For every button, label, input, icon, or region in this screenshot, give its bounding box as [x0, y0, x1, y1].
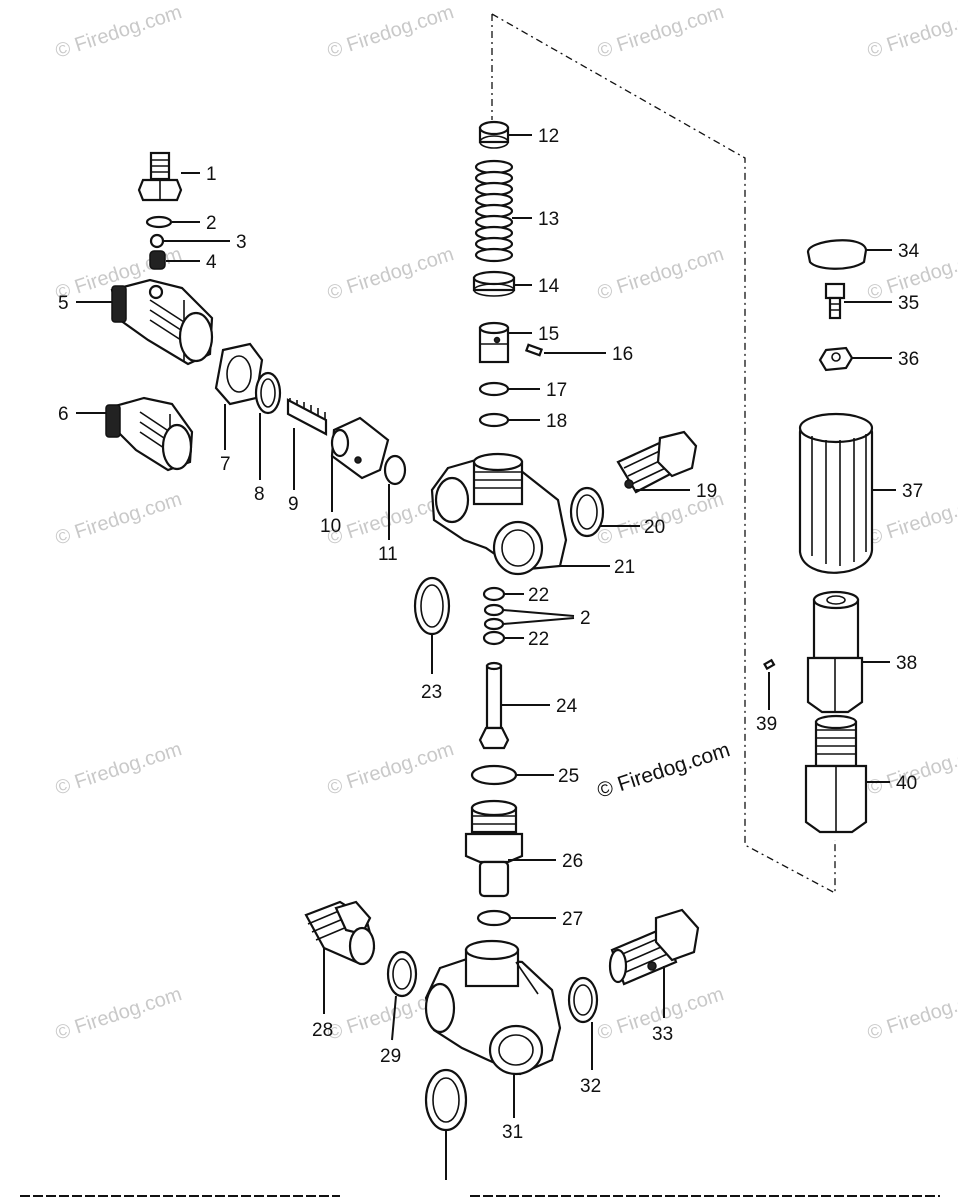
- callout-label: 5: [58, 293, 69, 314]
- watermark: © Firedog.com: [53, 488, 185, 550]
- part-6-quick-coupler: [105, 396, 194, 472]
- part-12-cap: [478, 120, 510, 149]
- watermark: © Firedog.com: [595, 243, 727, 305]
- callout-label: 37: [902, 481, 923, 502]
- part-8-washer: [254, 371, 282, 415]
- part-2-oring-pair: [483, 603, 505, 631]
- part-40-nut: [804, 714, 868, 834]
- callout-label: 34: [898, 241, 920, 262]
- part-21-valve-body: [430, 452, 568, 576]
- part-3-ball: [149, 233, 165, 249]
- callout-labels: 1 2 3 4 5 6 7 8 9 10 11 12 13 14 15 16 1…: [58, 126, 923, 1143]
- callout-label: 26: [562, 851, 583, 872]
- part-27-oring: [476, 909, 512, 927]
- part-32-washer: [567, 976, 599, 1024]
- watermark: © Firedog.com: [865, 1, 958, 63]
- callout-label: 10: [320, 516, 341, 537]
- watermark: © Firedog.com: [325, 243, 457, 305]
- callout-label: 2: [206, 213, 217, 234]
- part-36-nut: [818, 346, 854, 372]
- callout-label: 11: [378, 544, 398, 565]
- part-28-fitting: [304, 900, 376, 966]
- part-4-spring: [149, 250, 166, 270]
- callout-label: 3: [236, 232, 247, 253]
- callout-label: 40: [896, 773, 917, 794]
- callout-label: 1: [206, 164, 217, 185]
- watermark: © Firedog.com: [865, 983, 958, 1045]
- watermark: © Firedog.com: [325, 1, 457, 63]
- callout-label: 31: [502, 1122, 523, 1143]
- callout-label: 39: [756, 714, 777, 735]
- callout-label: 22: [528, 629, 549, 650]
- part-19-bolt: [616, 430, 698, 494]
- part-24-stem: [478, 661, 510, 750]
- callout-label: 8: [254, 484, 265, 505]
- callout-label: 7: [220, 454, 231, 475]
- callout-label: 19: [696, 481, 717, 502]
- part-31-manifold: [424, 939, 562, 1076]
- callout-label: 25: [558, 766, 579, 787]
- watermark: © Firedog.com: [53, 1, 185, 63]
- callout-label: 36: [898, 349, 919, 370]
- callout-label: 17: [546, 380, 567, 401]
- callout-label: 16: [612, 344, 633, 365]
- part-22-washer-lower: [482, 630, 506, 646]
- part-5-quick-coupler: [110, 278, 214, 366]
- callout-label: 18: [546, 411, 567, 432]
- part-20-washer: [569, 486, 605, 538]
- callout-label: 2: [580, 608, 591, 629]
- watermark-strong: © Firedog.com: [594, 738, 732, 803]
- part-39-pin: [763, 658, 776, 671]
- callout-label: 33: [652, 1024, 673, 1045]
- callout-label: 27: [562, 909, 583, 930]
- part-14-spring-seat: [472, 270, 516, 297]
- part-22-washer: [482, 586, 506, 602]
- part-26-adapter: [464, 799, 524, 898]
- callout-label: 6: [58, 404, 69, 425]
- part-34-cap: [806, 239, 868, 270]
- watermark: © Firedog.com: [53, 983, 185, 1045]
- part-33-bolt: [608, 908, 700, 986]
- callout-label: 23: [421, 682, 442, 703]
- part-1-nipple: [137, 151, 183, 202]
- part-15-piston: [478, 321, 510, 364]
- callout-label: 24: [556, 696, 578, 717]
- part-30-washer: [424, 1068, 468, 1132]
- callout-label: 14: [538, 276, 560, 297]
- callout-label: 35: [898, 293, 919, 314]
- assembly-guide-line: [491, 13, 836, 895]
- part-9-spring: [286, 398, 328, 436]
- part-10-valve-seat: [330, 416, 390, 480]
- part-17-oring: [478, 381, 510, 397]
- callout-label: 4: [206, 252, 217, 273]
- callout-label: 38: [896, 653, 917, 674]
- watermark: © Firedog.com: [595, 1, 727, 63]
- leader-lines: [76, 134, 896, 1180]
- part-11-oring: [383, 454, 407, 486]
- part-16-pin: [524, 343, 544, 357]
- callout-label: 15: [538, 324, 559, 345]
- watermark: © Firedog.com: [53, 738, 185, 800]
- callout-label: 20: [644, 517, 665, 538]
- part-18-oring: [478, 412, 510, 428]
- callout-label: 13: [538, 209, 559, 230]
- callout-label: 9: [288, 494, 299, 515]
- callout-label: 21: [614, 557, 635, 578]
- part-2-oring: [145, 215, 173, 229]
- part-35-screw: [824, 282, 846, 320]
- callout-label: 32: [580, 1076, 601, 1097]
- watermark: © Firedog.com: [325, 738, 457, 800]
- callout-label: 22: [528, 585, 549, 606]
- callout-label: 28: [312, 1020, 333, 1041]
- part-38-adjuster: [806, 590, 864, 714]
- part-29-washer: [386, 950, 418, 998]
- callout-label: 29: [380, 1046, 401, 1067]
- part-23-washer: [413, 576, 451, 636]
- callout-label: 12: [538, 126, 559, 147]
- part-37-knob: [798, 412, 874, 574]
- part-25-oring: [470, 764, 518, 786]
- part-13-spring: [474, 159, 514, 263]
